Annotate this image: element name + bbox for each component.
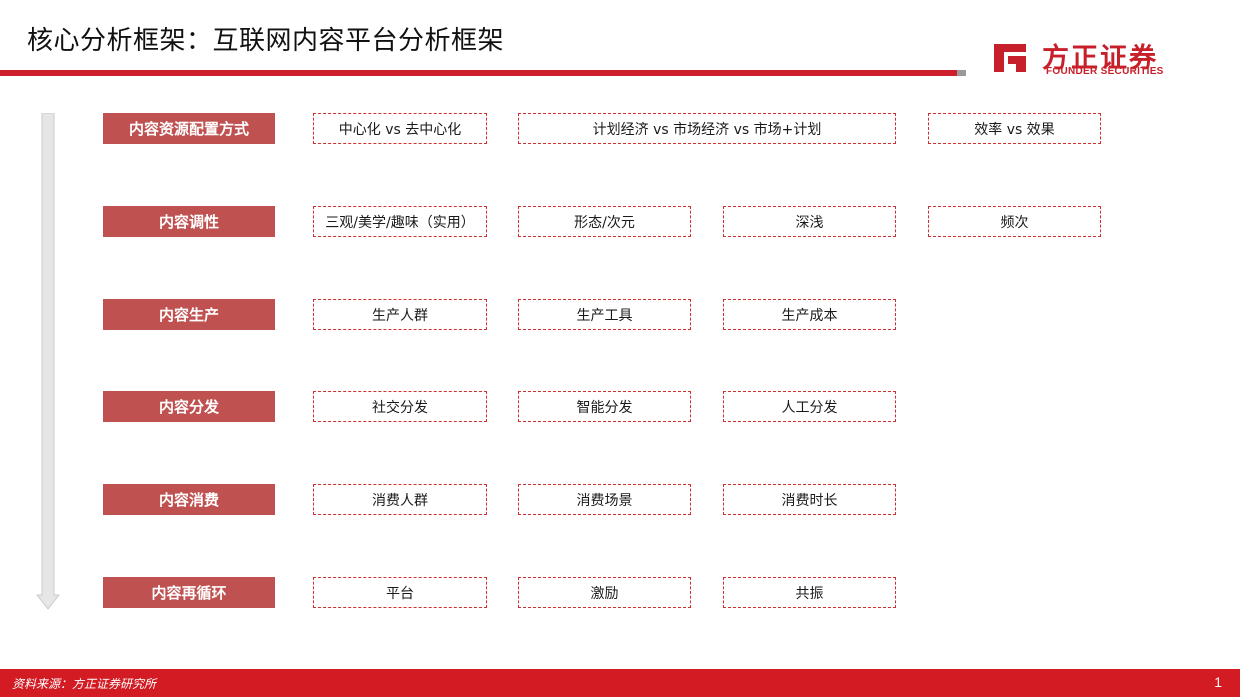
item-box: 社交分发	[313, 391, 487, 422]
page-title: 核心分析框架：互联网内容平台分析框架	[27, 26, 505, 56]
item-box: 生产成本	[723, 299, 896, 330]
row-label-distribution: 内容分发	[103, 391, 275, 422]
item-box: 消费时长	[723, 484, 896, 515]
logo-text-cn: 方正证券	[1042, 43, 1158, 74]
item-box: 消费人群	[313, 484, 487, 515]
row-label-consumption: 内容消费	[103, 484, 275, 515]
row-label-tone: 内容调性	[103, 206, 275, 237]
item-box: 平台	[313, 577, 487, 608]
item-box: 消费场景	[518, 484, 691, 515]
flow-down-arrow-icon	[36, 113, 60, 610]
item-box: 激励	[518, 577, 691, 608]
item-box: 效率 vs 效果	[928, 113, 1101, 144]
item-box: 中心化 vs 去中心化	[313, 113, 487, 144]
title-underline-accent	[957, 70, 966, 76]
item-box: 智能分发	[518, 391, 691, 422]
item-box: 频次	[928, 206, 1101, 237]
item-box: 生产工具	[518, 299, 691, 330]
source-note: 资料来源：方正证券研究所	[12, 677, 157, 691]
item-box: 三观/美学/趣味（实用）	[313, 206, 487, 237]
page-number: 1	[1214, 674, 1222, 690]
item-box: 共振	[723, 577, 896, 608]
item-box: 深浅	[723, 206, 896, 237]
item-box: 生产人群	[313, 299, 487, 330]
item-box: 计划经济 vs 市场经济 vs 市场+计划	[518, 113, 896, 144]
footer-bar: 资料来源：方正证券研究所 1	[0, 669, 1240, 697]
row-label-resource-allocation: 内容资源配置方式	[103, 113, 275, 144]
row-label-recirculation: 内容再循环	[103, 577, 275, 608]
item-box: 人工分发	[723, 391, 896, 422]
logo-text-en: FOUNDER SECURITIES	[1046, 66, 1164, 77]
title-underline	[0, 70, 957, 76]
company-logo: 方正证券 FOUNDER SECURITIES	[990, 36, 1200, 80]
row-label-production: 内容生产	[103, 299, 275, 330]
founder-logo-icon	[994, 44, 1026, 72]
item-box: 形态/次元	[518, 206, 691, 237]
